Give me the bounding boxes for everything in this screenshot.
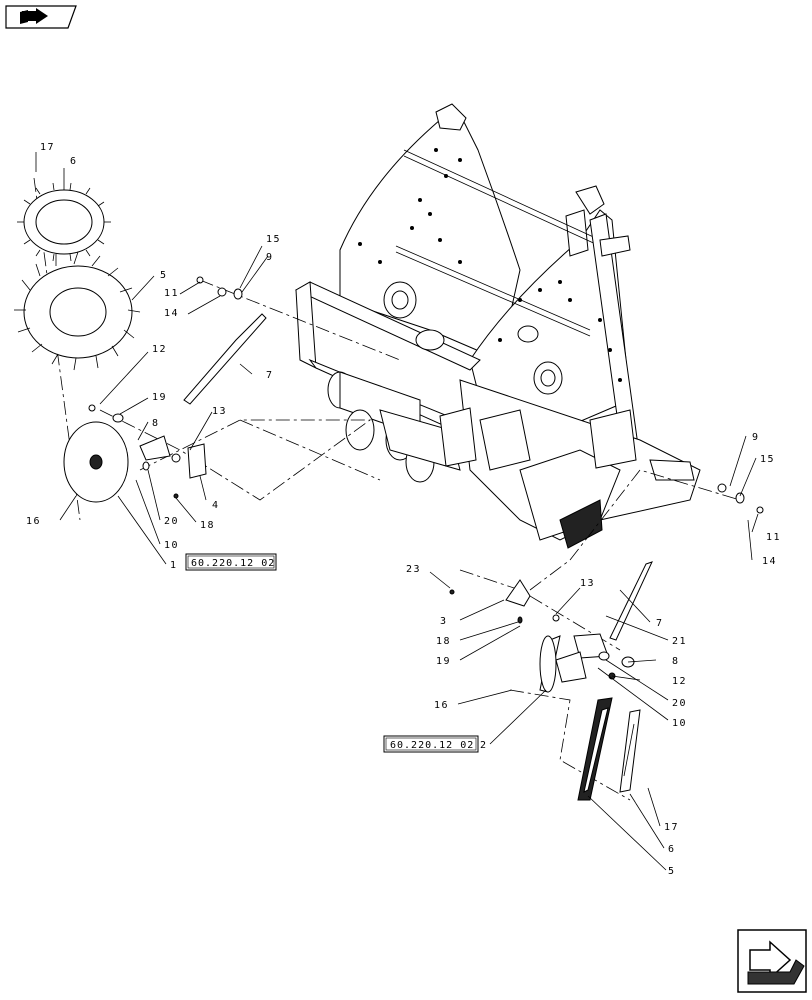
- callout-9-right: 9: [752, 432, 760, 443]
- book-arrow-icon[interactable]: [5, 5, 77, 29]
- callout-5-right: 5: [668, 866, 676, 877]
- left-star-wheel-5: [14, 251, 141, 371]
- callout-5: 5: [160, 270, 168, 281]
- right-star-wheel-5: [619, 709, 641, 793]
- callout-15-right: 15: [760, 454, 775, 465]
- right-sprocket-6: [577, 697, 613, 801]
- callout-14: 14: [164, 308, 179, 319]
- next-page-arrow-icon[interactable]: [737, 929, 807, 993]
- callout-11: 11: [164, 288, 179, 299]
- callout-9: 9: [266, 252, 274, 263]
- callout-8-right: 8: [672, 656, 680, 667]
- callout-12: 12: [152, 344, 167, 355]
- callout-7-right: 7: [656, 618, 664, 629]
- left-small-parts: [88, 276, 267, 499]
- callout-10-right: 10: [672, 718, 687, 729]
- left-disc-1: [63, 421, 129, 503]
- callout-20: 20: [164, 516, 179, 527]
- callout-18: 18: [200, 520, 215, 531]
- callout-13: 13: [212, 406, 227, 417]
- leader-lines: [35, 152, 759, 871]
- reference-box-left[interactable]: 60.220.12 02: [185, 553, 277, 571]
- reference-left-label: 60.220.12 02: [191, 558, 275, 569]
- right-disc-2: [539, 635, 561, 693]
- callout-21-right: 21: [672, 636, 687, 647]
- callout-2-right: 2: [480, 740, 488, 751]
- callout-1: 1: [170, 560, 178, 571]
- baler-frame: [294, 103, 701, 549]
- callout-12-right: 12: [672, 676, 687, 687]
- reference-right-label: 60.220.12 02: [390, 740, 474, 751]
- callout-6-right: 6: [668, 844, 676, 855]
- callout-23-right: 23: [406, 564, 421, 575]
- callout-7: 7: [266, 370, 274, 381]
- callout-17: 17: [40, 142, 55, 153]
- callout-4: 4: [212, 500, 220, 511]
- callout-16-right: 16: [434, 700, 449, 711]
- right-small-parts: [449, 483, 764, 683]
- callout-18-right: 18: [436, 636, 451, 647]
- callout-16: 16: [26, 516, 41, 527]
- callout-14-right: 14: [762, 556, 777, 567]
- callout-19: 19: [152, 392, 167, 403]
- callout-6: 6: [70, 156, 78, 167]
- reference-box-right[interactable]: 60.220.12 02: [383, 735, 479, 753]
- callout-10: 10: [164, 540, 179, 551]
- callout-17-right: 17: [664, 822, 679, 833]
- callout-15: 15: [266, 234, 281, 245]
- callout-20-right: 20: [672, 698, 687, 709]
- callout-11-right: 11: [766, 532, 781, 543]
- callout-13-right: 13: [580, 578, 595, 589]
- callout-3-right: 3: [440, 616, 448, 627]
- callout-19-right: 19: [436, 656, 451, 667]
- callout-8: 8: [152, 418, 160, 429]
- left-sprocket-6: [17, 182, 111, 262]
- callout-labels: 17 6 5 15 9 11 14 7 12 19 8 13 4 18 20 1…: [26, 142, 781, 877]
